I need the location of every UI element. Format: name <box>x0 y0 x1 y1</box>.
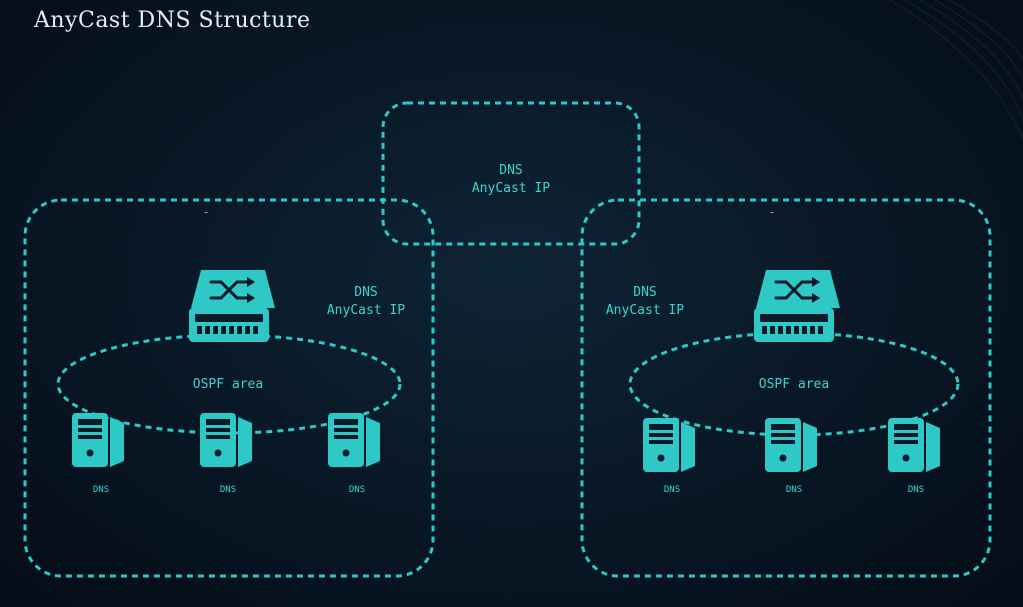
left-server-2-label: DNS <box>219 485 237 495</box>
right-server-3-label: DNS <box>907 485 925 495</box>
left-switch-icon <box>187 268 277 344</box>
right-ospf-label: OSPF area <box>758 377 830 392</box>
right-server-1-label: DNS <box>663 485 681 495</box>
left-server-2-icon <box>200 413 252 467</box>
left-server-1-icon <box>72 413 124 467</box>
right-site-box <box>580 198 992 578</box>
right-anycast-label: DNS AnyCast IP <box>595 284 695 320</box>
left-site-mark: - <box>202 205 210 219</box>
left-server-1-label: DNS <box>92 485 110 495</box>
left-ospf-ellipse <box>56 333 402 435</box>
center-anycast-label: DNS AnyCast IP <box>461 162 561 198</box>
right-switch-icon <box>752 268 842 344</box>
left-site-box <box>23 198 435 578</box>
right-server-3-icon <box>888 418 940 472</box>
left-server-3-icon <box>328 413 380 467</box>
right-anycast-line2: AnyCast IP <box>605 303 685 318</box>
right-server-2-label: DNS <box>785 485 803 495</box>
left-server-3-label: DNS <box>348 485 366 495</box>
diagram-title: AnyCast DNS Structure <box>34 8 311 33</box>
left-anycast-line1: DNS <box>354 285 378 300</box>
center-anycast-line2: AnyCast IP <box>471 181 551 196</box>
right-server-2-icon <box>765 418 817 472</box>
right-anycast-line1: DNS <box>633 285 657 300</box>
center-anycast-line1: DNS <box>499 163 523 178</box>
left-anycast-line2: AnyCast IP <box>326 303 406 318</box>
left-anycast-label: DNS AnyCast IP <box>316 284 416 320</box>
right-site-mark: - <box>768 205 776 219</box>
center-anycast-box <box>381 101 641 246</box>
left-ospf-label: OSPF area <box>192 377 264 392</box>
right-server-1-icon <box>643 418 695 472</box>
